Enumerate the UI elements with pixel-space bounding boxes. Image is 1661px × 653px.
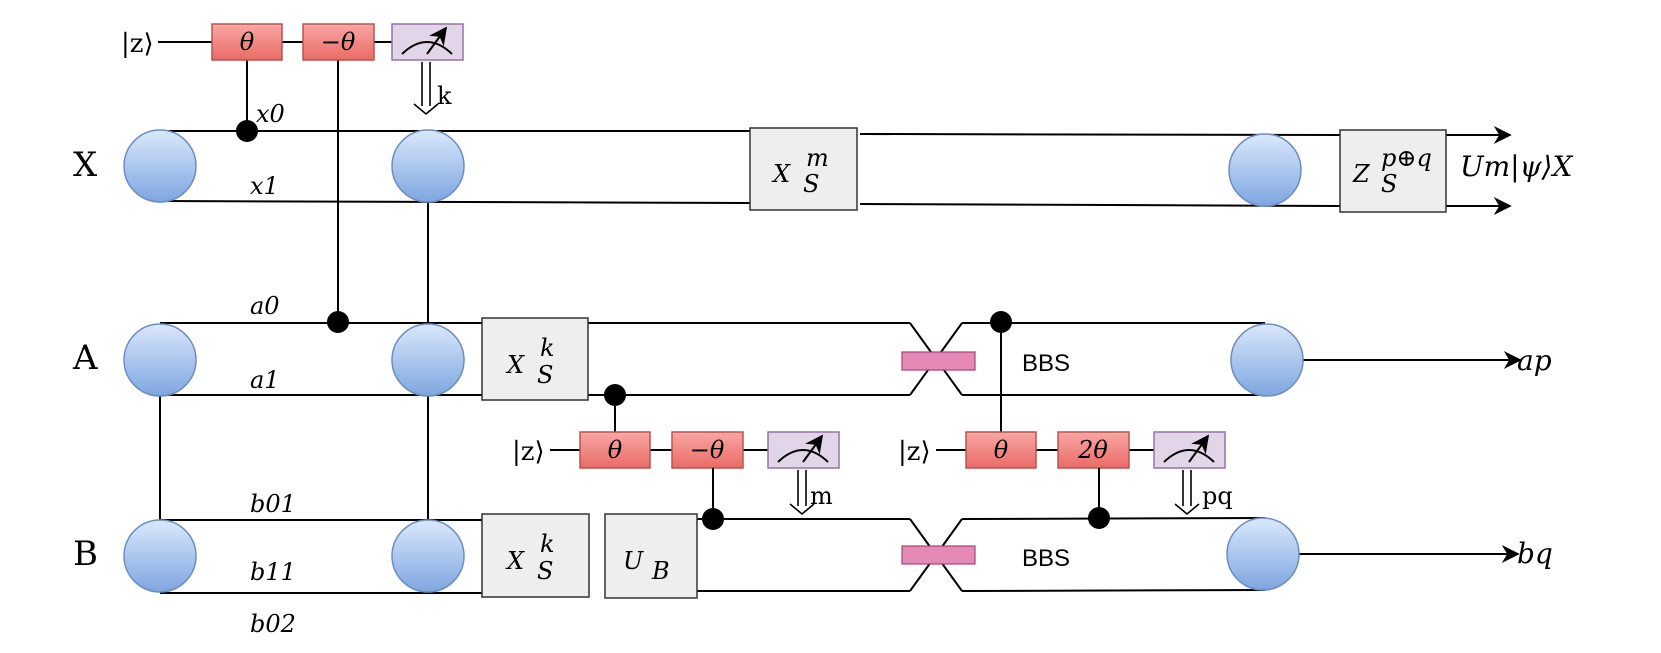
svg-text:X: X bbox=[771, 160, 791, 188]
meter-icon bbox=[1163, 449, 1215, 463]
minus-theta-gate bbox=[671, 431, 744, 469]
control-dot bbox=[702, 508, 724, 530]
b-output-label: bq bbox=[1517, 537, 1553, 570]
theta-gate bbox=[579, 431, 651, 469]
x-ancilla: θ −θ bbox=[158, 23, 464, 322]
svg-text:p⊕q: p⊕q bbox=[1381, 144, 1432, 172]
control-dot bbox=[990, 311, 1012, 333]
label-b0-1: b01 bbox=[250, 490, 296, 518]
svg-text:U: U bbox=[623, 547, 644, 575]
b-register-wires bbox=[160, 517, 1520, 594]
ket-z: |z⟩ bbox=[512, 437, 545, 467]
svg-text:S: S bbox=[537, 557, 553, 585]
svg-text:X: X bbox=[505, 351, 525, 379]
svg-text:S: S bbox=[803, 170, 819, 198]
svg-text:Z: Z bbox=[1352, 160, 1371, 188]
ancilla-pq: θ 2θ bbox=[936, 431, 1226, 518]
control-dot bbox=[236, 120, 258, 142]
theta-gate-label: θ bbox=[240, 28, 255, 56]
label-x0: x0 bbox=[256, 100, 285, 128]
label-a1: a1 bbox=[250, 366, 280, 394]
beamsplitter-node bbox=[1226, 517, 1300, 591]
svg-text:2θ: 2θ bbox=[1077, 436, 1108, 464]
svg-text:θ: θ bbox=[994, 436, 1009, 464]
control-dot bbox=[604, 384, 626, 406]
minus-theta-gate-label: −θ bbox=[321, 28, 356, 56]
ancilla-m: θ −θ bbox=[550, 431, 840, 520]
bbs-a bbox=[901, 351, 976, 371]
beamsplitter-node bbox=[1230, 323, 1304, 397]
beamsplitter-node bbox=[123, 323, 197, 397]
svg-text:B: B bbox=[651, 557, 670, 585]
xs-k-gate-b: X k S bbox=[481, 513, 590, 598]
register-x-label: X bbox=[73, 145, 98, 185]
a-output-label: ap bbox=[1517, 344, 1552, 377]
svg-text:m: m bbox=[806, 144, 829, 172]
label-b1-1: b11 bbox=[250, 558, 296, 586]
meter-icon bbox=[401, 41, 453, 55]
bbs-a-label: BBS bbox=[1022, 350, 1070, 377]
bbs-b-label: BBS bbox=[1022, 545, 1070, 572]
control-dot bbox=[1088, 507, 1110, 529]
svg-text:θ: θ bbox=[608, 436, 623, 464]
beamsplitter-node bbox=[391, 519, 465, 593]
bbs-b bbox=[901, 545, 976, 565]
ub-gate: U B bbox=[604, 513, 698, 599]
svg-text:S: S bbox=[1381, 170, 1397, 198]
zs-gate: Z p⊕q S bbox=[1339, 129, 1447, 213]
a-register-wires bbox=[160, 322, 1522, 396]
svg-text:k: k bbox=[540, 530, 555, 558]
outcome-m: m bbox=[810, 482, 833, 510]
label-b0-2: b02 bbox=[250, 610, 296, 638]
beamsplitter-node bbox=[123, 129, 197, 203]
xs-k-gate-a: X k S bbox=[481, 317, 589, 401]
register-a-label: A bbox=[72, 338, 98, 378]
ket-z: |z⟩ bbox=[898, 437, 931, 467]
outcome-pq: pq bbox=[1202, 482, 1233, 510]
svg-text:S: S bbox=[537, 361, 553, 389]
beamsplitter-node bbox=[391, 323, 465, 397]
label-a0: a0 bbox=[250, 292, 280, 320]
beamsplitter-node bbox=[391, 129, 465, 203]
beamsplitter-node bbox=[123, 519, 197, 593]
svg-text:−θ: −θ bbox=[690, 436, 725, 464]
register-b-label: B bbox=[73, 534, 98, 574]
outcome-k: k bbox=[437, 82, 452, 110]
xs-m-gate: X m S bbox=[749, 127, 858, 211]
label-x1: x1 bbox=[250, 172, 279, 200]
minus-theta-gate bbox=[302, 23, 375, 61]
theta-gate bbox=[965, 431, 1037, 469]
x-output-label: Um|ψ⟩X bbox=[1460, 150, 1573, 183]
beamsplitter-node bbox=[1228, 133, 1302, 207]
two-theta-gate bbox=[1057, 431, 1130, 469]
theta-gate bbox=[211, 23, 283, 61]
ket-z: |z⟩ bbox=[121, 29, 154, 59]
control-dot bbox=[327, 311, 349, 333]
meter-icon bbox=[777, 449, 829, 463]
svg-text:X: X bbox=[505, 547, 525, 575]
svg-text:k: k bbox=[540, 334, 555, 362]
